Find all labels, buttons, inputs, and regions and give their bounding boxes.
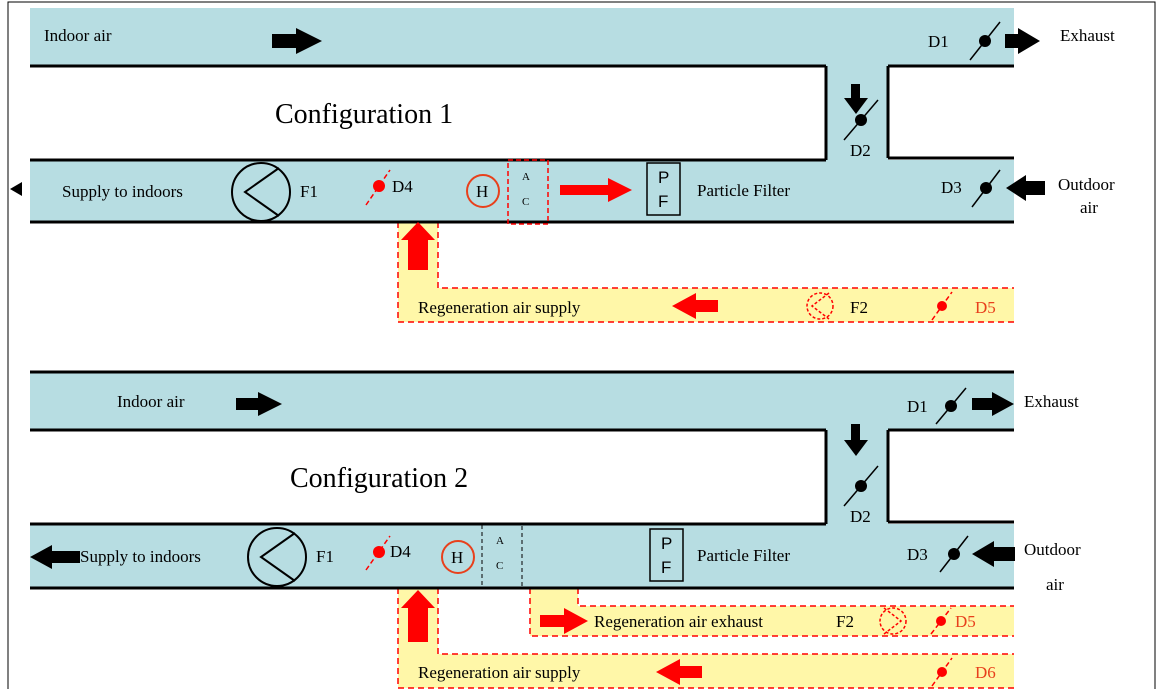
c2-regen-exhaust-outline bbox=[529, 588, 1014, 637]
c1-title: Configuration 1 bbox=[275, 99, 453, 130]
c2-regen-left-arrow-icon bbox=[656, 659, 702, 685]
c1-damper-d3-icon bbox=[971, 169, 1001, 208]
diagram-frame bbox=[7, 1, 1156, 689]
c2-heater-icon: H bbox=[441, 540, 475, 574]
c2-regen-supply-label: Regeneration air supply bbox=[418, 663, 581, 682]
c2-regen-exhaust-riser bbox=[530, 588, 578, 606]
c1-d4-label: D4 bbox=[392, 177, 413, 196]
c1-indoor-arrow-icon bbox=[272, 28, 322, 54]
svg-text:C: C bbox=[496, 560, 503, 572]
c2-outdoor-air-label-2: air bbox=[1046, 575, 1064, 594]
c1-outdoor-air-label-2: air bbox=[1080, 198, 1098, 217]
c1-exhaust-arrow-icon bbox=[1005, 28, 1040, 54]
c2-exhaust-arrow-icon bbox=[972, 392, 1014, 416]
c2-indoor-duct bbox=[30, 372, 1014, 430]
configuration-1: Configuration 1 Indoor air Exhaust D1 D2… bbox=[10, 8, 1115, 323]
c2-regen-exhaust-arrow-icon bbox=[540, 608, 588, 634]
c2-d2-arrow-icon bbox=[844, 424, 868, 456]
c1-d5-label: D5 bbox=[975, 298, 996, 317]
c1-indoor-air-label: Indoor air bbox=[44, 26, 112, 45]
c2-exhaust-label: Exhaust bbox=[1024, 392, 1079, 411]
c1-indoor-duct bbox=[30, 8, 1014, 66]
c2-d6-label: D6 bbox=[975, 663, 996, 682]
c1-red-flow-arrow-icon bbox=[560, 178, 632, 202]
c2-damper-d1-icon bbox=[935, 387, 967, 425]
svg-text:P: P bbox=[661, 534, 672, 553]
c2-particle-filter-icon: P F bbox=[649, 528, 684, 582]
c2-d1-label: D1 bbox=[907, 397, 928, 416]
c1-particle-filter-icon: P F bbox=[646, 162, 681, 216]
c1-outdoor-arrow-icon bbox=[1006, 175, 1045, 201]
c1-particle-filter-label: Particle Filter bbox=[697, 181, 790, 200]
c2-d5-label: D5 bbox=[955, 612, 976, 631]
c2-fan-f1-icon bbox=[247, 527, 307, 587]
svg-text:C: C bbox=[522, 196, 529, 208]
c1-regen-up-arrow-icon bbox=[401, 222, 435, 270]
c1-damper-d4-icon bbox=[365, 169, 391, 206]
svg-text:H: H bbox=[476, 182, 488, 201]
c1-outdoor-air-label: Outdoor bbox=[1058, 175, 1115, 194]
c2-damper-d2-icon bbox=[843, 465, 879, 507]
c1-d1-label: D1 bbox=[928, 32, 949, 51]
svg-text:F: F bbox=[658, 192, 668, 211]
c2-damper-d3-icon bbox=[939, 535, 969, 573]
c2-ac-icon: A C bbox=[481, 523, 523, 589]
c2-indoor-air-label: Indoor air bbox=[117, 392, 185, 411]
c2-regen-exhaust-label: Regeneration air exhaust bbox=[594, 612, 763, 631]
configuration-2: Configuration 2 Indoor air Exhaust D1 D2… bbox=[30, 370, 1081, 689]
c2-supply-label: Supply to indoors bbox=[80, 547, 201, 566]
c1-supply-label: Supply to indoors bbox=[62, 182, 183, 201]
c2-d4-label: D4 bbox=[390, 542, 411, 561]
c1-damper-d2-icon bbox=[843, 99, 879, 141]
c2-regen-supply-duct bbox=[398, 654, 1014, 688]
svg-text:H: H bbox=[451, 548, 463, 567]
c1-d2-arrow-icon bbox=[844, 84, 868, 114]
c1-damper-d1-icon bbox=[969, 21, 1001, 61]
c1-heater-icon: H bbox=[466, 174, 500, 208]
c1-fan-f1-icon bbox=[231, 162, 291, 222]
c1-regen-outline bbox=[397, 222, 1014, 323]
svg-text:F: F bbox=[661, 558, 671, 577]
c1-fan-f2-icon bbox=[806, 292, 834, 320]
c1-supply-duct bbox=[30, 160, 1014, 222]
c2-f1-label: F1 bbox=[316, 547, 334, 566]
svg-text:P: P bbox=[658, 168, 669, 187]
c1-exhaust-label: Exhaust bbox=[1060, 26, 1115, 45]
c1-d3-label: D3 bbox=[941, 178, 962, 197]
c1-regen-supply-label: Regeneration air supply bbox=[418, 298, 581, 317]
c2-d3-label: D3 bbox=[907, 545, 928, 564]
c2-fan-f2-icon bbox=[879, 607, 907, 635]
c2-supply-arrow-icon bbox=[30, 545, 80, 569]
c1-regen-left-arrow-icon bbox=[672, 293, 718, 319]
c2-particle-filter-label: Particle Filter bbox=[697, 546, 790, 565]
c2-outdoor-air-label: Outdoor bbox=[1024, 540, 1081, 559]
c2-regen-supply-outline bbox=[397, 588, 1014, 689]
c1-ac-icon: A C bbox=[507, 159, 549, 225]
c2-damper-d4-icon bbox=[365, 535, 391, 571]
c2-indoor-arrow-icon bbox=[236, 392, 282, 416]
c2-d2-label: D2 bbox=[850, 507, 871, 526]
svg-text:A: A bbox=[522, 171, 530, 183]
c1-damper-d5-icon bbox=[931, 291, 953, 321]
c1-supply-arrow-icon bbox=[10, 182, 22, 196]
c2-damper-d6-icon bbox=[931, 657, 953, 687]
c1-d2-label: D2 bbox=[850, 141, 871, 160]
c2-damper-d5-icon bbox=[930, 607, 952, 635]
c2-title: Configuration 2 bbox=[290, 463, 468, 494]
svg-text:A: A bbox=[496, 535, 504, 547]
c2-f2-label: F2 bbox=[836, 612, 854, 631]
c1-f1-label: F1 bbox=[300, 182, 318, 201]
c1-f2-label: F2 bbox=[850, 298, 868, 317]
c2-regen-up-arrow-icon bbox=[401, 590, 435, 642]
c2-outdoor-arrow-icon bbox=[972, 541, 1015, 567]
c1-connector-duct bbox=[826, 66, 888, 160]
